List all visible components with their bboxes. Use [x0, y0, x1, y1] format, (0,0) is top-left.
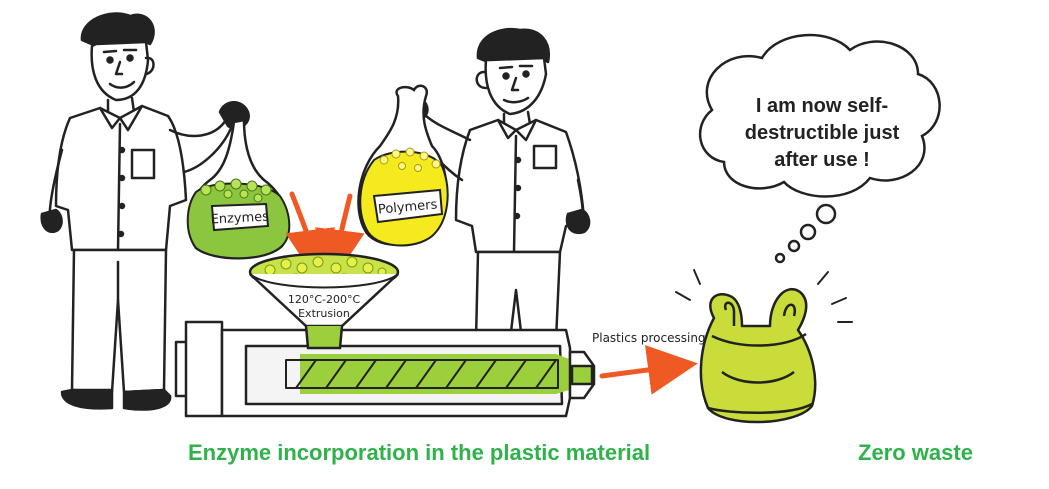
funnel-temperature-label: 120°C-200°C: [288, 293, 361, 306]
thought-line-2: destructible just: [745, 122, 900, 144]
caption-enzyme-incorporation: Enzyme incorporation in the plastic mate…: [188, 440, 651, 465]
caption-zero-waste: Zero waste: [858, 440, 973, 465]
plastics-processing-label: Plastics processing: [592, 331, 706, 345]
enzymes-bag: Enzymes: [186, 118, 291, 260]
falling-arrows: [285, 191, 365, 280]
funnel-process-label: Extrusion: [298, 307, 350, 320]
thought-bubble: I am now self- destructible just after u…: [698, 33, 941, 264]
processing-arrow: Plastics processing: [592, 331, 706, 395]
hopper-funnel: 120°C-200°C Extrusion: [248, 252, 400, 350]
enzymes-label: Enzymes: [210, 209, 269, 227]
thought-line-1: I am now self-: [756, 95, 888, 117]
right-scientist: [402, 27, 591, 342]
plastic-bag: [699, 288, 817, 424]
bag-shake-lines: [675, 269, 853, 323]
thought-line-3: after use !: [774, 149, 870, 171]
left-scientist: [40, 12, 250, 411]
polymers-bag: Polymers: [357, 84, 449, 247]
polymers-label: Polymers: [377, 197, 438, 217]
extruder: [174, 320, 596, 418]
